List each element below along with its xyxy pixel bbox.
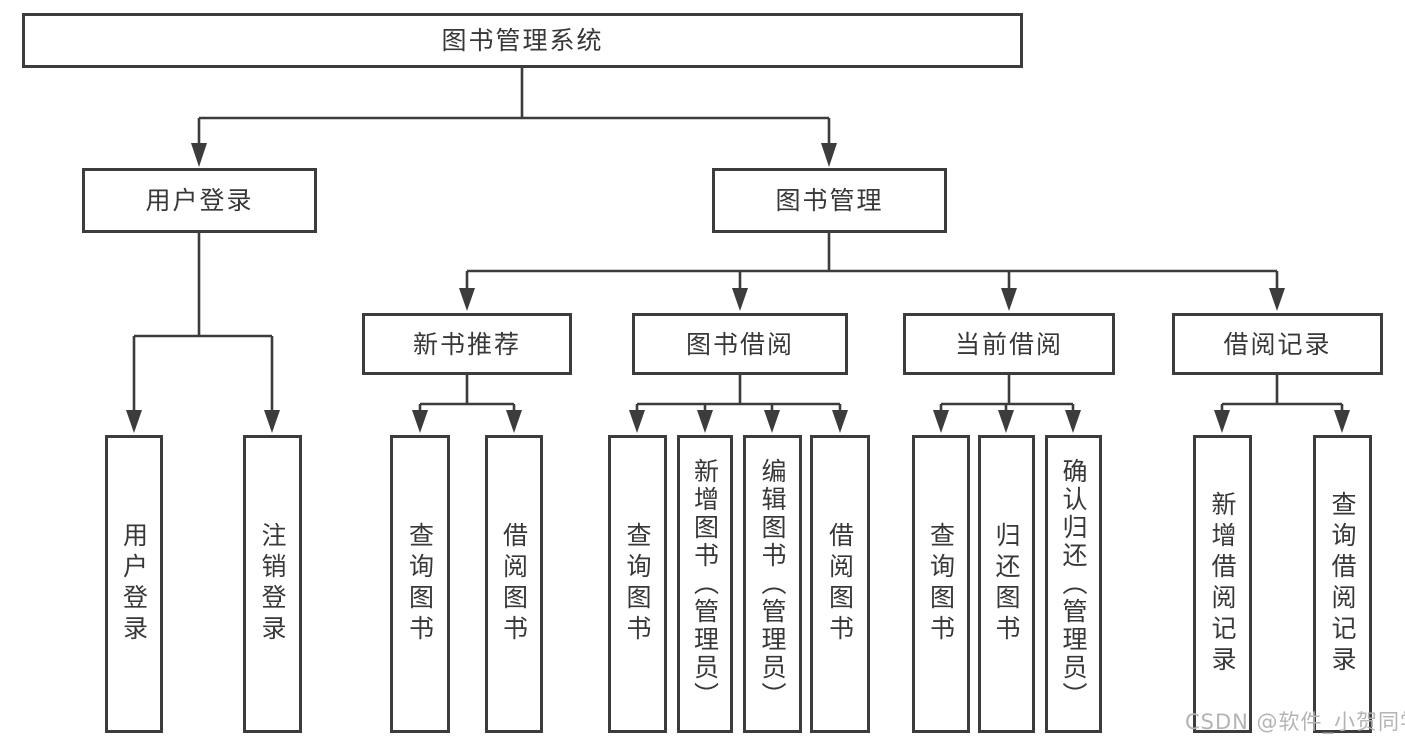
arrowhead [1214,410,1230,433]
leaf-add-book-admin-label: 新增图书（管理员） [690,458,720,710]
arrowhead [506,410,522,433]
arrowhead [412,410,428,433]
arrowhead [1001,288,1017,311]
leaf-user-login: 用户登录 [105,435,163,733]
node-root: 图书管理系统 [22,13,1023,68]
node-book-management: 图书管理 [712,168,947,233]
node-current-borrow: 当前借阅 [903,313,1115,375]
leaf-edit-book-admin: 编辑图书（管理员） [743,435,802,733]
arrowhead [1065,410,1081,433]
leaf-query-books-borrow: 查询图书 [608,435,667,733]
leaf-query-books-current-label: 查询图书 [926,522,956,646]
arrowhead [459,288,475,311]
arrowhead [998,410,1014,433]
arrowhead [697,410,713,433]
connector-new-books [418,375,516,414]
node-user-login-label: 用户登录 [145,186,254,215]
leaf-borrow-books-label: 借阅图书 [825,522,855,646]
arrowhead [1269,288,1285,311]
leaf-add-borrow-record: 新增借阅记录 [1193,435,1252,733]
arrowhead [821,143,837,167]
leaf-logout: 注销登录 [243,435,302,733]
leaf-confirm-return-admin-label: 确认归还（管理员） [1059,458,1088,710]
connector-user-login [132,233,274,412]
leaf-query-books-current: 查询图书 [912,435,970,733]
leaf-query-borrow-record-label: 查询借阅记录 [1328,491,1357,677]
leaf-query-books-recommend: 查询图书 [390,435,450,733]
leaf-logout-label: 注销登录 [258,522,287,646]
leaf-query-borrow-record: 查询借阅记录 [1313,435,1372,733]
connector-book-borrow [635,375,842,414]
arrowhead [764,410,780,433]
arrowhead [126,410,142,433]
leaf-query-books-recommend-label: 查询图书 [405,522,435,646]
leaf-add-book-admin: 新增图书（管理员） [677,435,733,733]
node-book-borrow: 图书借阅 [632,313,848,375]
leaf-return-book-label: 归还图书 [992,522,1021,646]
arrowhead [832,410,848,433]
connector-book-management [465,233,1279,290]
leaf-borrow-books-recommend-label: 借阅图书 [499,522,529,646]
node-current-borrow-label: 当前借阅 [954,329,1063,359]
arrowhead [629,410,645,433]
arrowhead [264,410,280,433]
arrowhead [933,410,949,433]
node-new-book-recommend-label: 新书推荐 [412,329,521,359]
leaf-query-books-borrow-label: 查询图书 [623,522,652,646]
node-book-borrow-label: 图书借阅 [685,329,794,359]
arrowhead [732,288,748,311]
node-borrow-records: 借阅记录 [1172,313,1383,375]
connector-root [197,68,831,146]
connector-borrow-records [1220,375,1344,414]
node-book-management-label: 图书管理 [775,186,884,215]
arrowhead [191,143,207,167]
node-borrow-records-label: 借阅记录 [1223,329,1332,359]
node-new-book-recommend: 新书推荐 [362,313,572,375]
leaf-return-book: 归还图书 [978,435,1035,733]
leaf-borrow-books-recommend: 借阅图书 [485,435,543,733]
leaf-edit-book-admin-label: 编辑图书（管理员） [758,458,787,710]
connector-current-borrow [939,375,1075,414]
leaf-confirm-return-admin: 确认归还（管理员） [1045,435,1102,733]
leaf-user-login-label: 用户登录 [119,522,149,646]
node-user-login: 用户登录 [82,168,317,233]
leaf-borrow-books: 借阅图书 [810,435,870,733]
watermark-text: CSDN @软件_小贺同学 [1185,710,1405,734]
arrowhead [1334,410,1350,433]
leaf-add-borrow-record-label: 新增借阅记录 [1208,491,1237,677]
node-root-label: 图书管理系统 [441,26,604,55]
